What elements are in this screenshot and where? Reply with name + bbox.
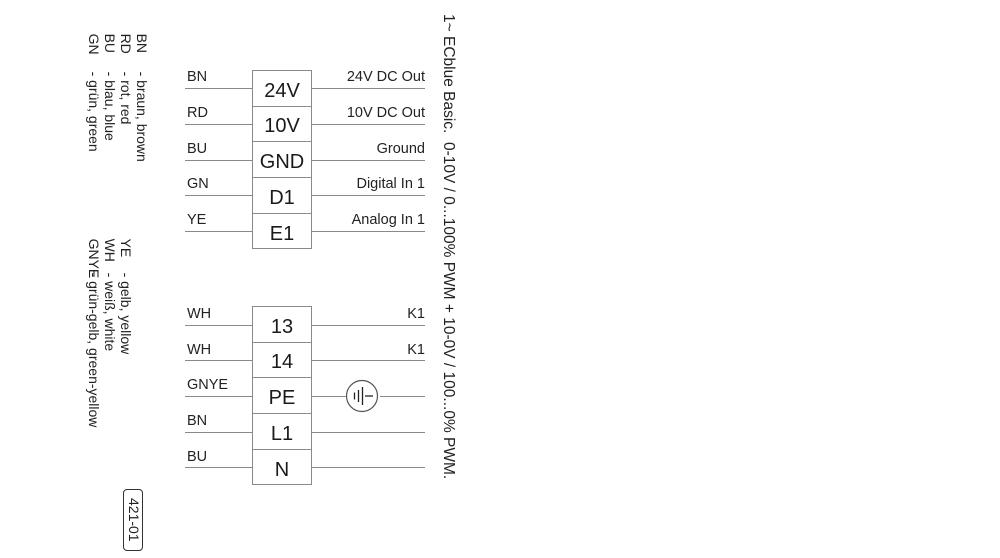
terminal-function-label: K1 (407, 342, 425, 358)
wire-color-label: BN (187, 413, 208, 429)
terminal-label: N (274, 459, 290, 482)
wire-left (185, 467, 252, 468)
terminal-label: PE (268, 387, 296, 410)
legend-code: GN (86, 33, 102, 55)
wire-color-label: GN (187, 176, 209, 192)
terminal-label: E1 (269, 223, 295, 246)
wire-color-label: YE (187, 212, 207, 228)
upper-terminal-block: 24V 10V GND D1 E1 (252, 70, 312, 249)
legend-desc: - grün-gelb, green-yellow (86, 272, 102, 428)
terminal-label: 14 (270, 351, 294, 374)
terminal-label: L1 (270, 422, 294, 445)
lower-terminal-block: 13 14 PE L1 N (252, 306, 312, 485)
wire-right (312, 325, 425, 326)
wire-color-label: WH (187, 342, 212, 358)
diagram-title: 1~ ECblue Basic. 0-10V / 0...100% PWM + … (440, 14, 457, 480)
wire-color-label: RD (187, 105, 208, 121)
wire-color-label: BN (187, 69, 208, 85)
wire-left (185, 231, 252, 232)
wire-right (312, 88, 425, 89)
terminal-function-label: Digital In 1 (356, 176, 425, 192)
terminal-label: 13 (270, 315, 294, 338)
wire-color-label: WH (187, 306, 212, 322)
legend-entry: GNYE- grün-gelb, green-yellow (70, 223, 118, 428)
terminal-label: D1 (269, 186, 295, 209)
terminal-gnd: GND (253, 142, 311, 179)
terminal-l1: L1 (253, 414, 311, 450)
wire-color-label: BU (187, 449, 208, 465)
terminal-n: N (253, 450, 311, 486)
wire-left (185, 160, 252, 161)
legend-code: GNYE (86, 238, 102, 279)
legend-entry: GN - grün, green (70, 18, 118, 152)
wire-left (185, 396, 252, 397)
legend-desc: - grün, green (86, 71, 102, 152)
wire-right (312, 160, 425, 161)
terminal-function-label: 24V DC Out (346, 69, 425, 85)
terminal-function-label: K1 (407, 306, 425, 322)
terminal-label: 10V (264, 115, 300, 138)
drawing-number-badge: 421-01 (123, 489, 143, 551)
terminal-13: 13 (253, 307, 311, 343)
wire-right (312, 231, 425, 232)
wire-right (312, 124, 425, 125)
wire-left (185, 124, 252, 125)
terminal-e1: E1 (253, 214, 311, 250)
wire-right (312, 467, 425, 468)
wire-right (380, 396, 425, 397)
terminal-24v: 24V (253, 71, 311, 107)
earth-ground-icon (345, 379, 379, 413)
terminal-10v: 10V (253, 107, 311, 143)
wire-right (312, 360, 425, 361)
terminal-function-label: 10V DC Out (346, 105, 425, 121)
terminal-label: 24V (264, 79, 300, 102)
terminal-14: 14 (253, 343, 311, 379)
terminal-function-label: Analog In 1 (351, 212, 425, 228)
wire-left (185, 325, 252, 326)
terminal-label: GND (259, 151, 305, 174)
wire-right (312, 432, 425, 433)
wire-color-label: GNYE (187, 377, 229, 393)
terminal-d1: D1 (253, 178, 311, 214)
drawing-number: 421-01 (126, 498, 142, 542)
wire-right (312, 396, 346, 397)
terminal-function-label: Ground (376, 141, 425, 157)
wire-left (185, 432, 252, 433)
terminal-pe: PE (253, 378, 311, 415)
wire-left (185, 88, 252, 89)
wire-left (185, 195, 252, 196)
wire-color-label: BU (187, 141, 208, 157)
wire-right (312, 195, 425, 196)
wire-left (185, 360, 252, 361)
